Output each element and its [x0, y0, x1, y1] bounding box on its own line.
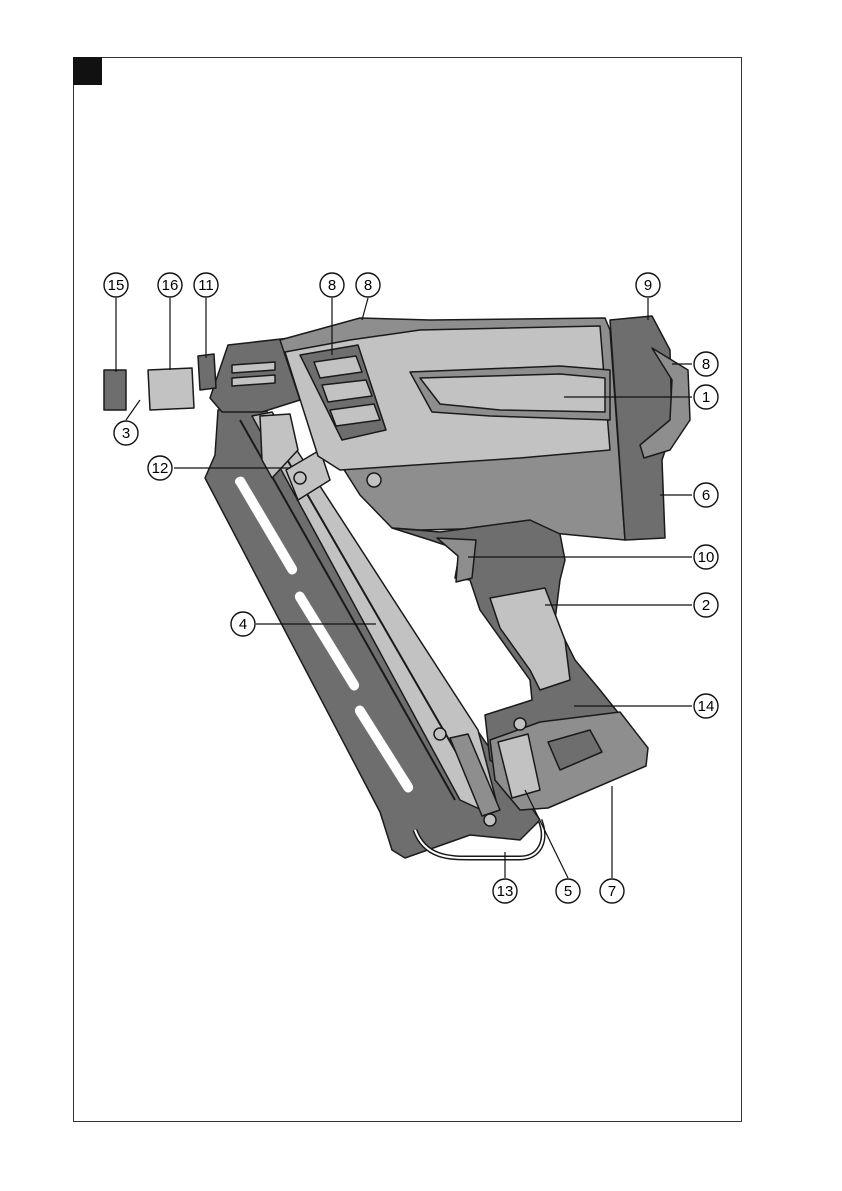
callout-number: 11 — [198, 277, 214, 294]
callout-number: 8 — [702, 356, 710, 373]
callout-3: 3 — [114, 421, 138, 445]
callout-14: 14 — [694, 694, 718, 718]
callout-number: 1 — [702, 389, 710, 406]
callout-13: 13 — [493, 879, 517, 903]
callout-1: 1 — [694, 385, 718, 409]
spare-tip — [104, 370, 126, 410]
callout-number: 8 — [328, 277, 336, 294]
callout-10: 10 — [694, 545, 718, 569]
callout-4: 4 — [231, 612, 255, 636]
callout-15: 15 — [104, 273, 128, 297]
callout-8: 8 — [356, 273, 380, 297]
callout-16: 16 — [158, 273, 182, 297]
callout-9: 9 — [636, 273, 660, 297]
callout-number: 9 — [644, 277, 652, 294]
callout-7: 7 — [600, 879, 624, 903]
callout-number: 13 — [497, 883, 514, 900]
callout-number: 4 — [239, 616, 247, 633]
depth-adjust-wheel — [198, 354, 216, 390]
callout-8: 8 — [320, 273, 344, 297]
callout-12: 12 — [148, 456, 172, 480]
callout-number: 6 — [702, 487, 710, 504]
callout-number: 15 — [108, 277, 125, 294]
callout-number: 16 — [162, 277, 179, 294]
callout-number: 3 — [122, 425, 130, 442]
callout-8: 8 — [694, 352, 718, 376]
callout-11: 11 — [194, 273, 218, 297]
callout-number: 8 — [364, 277, 372, 294]
callout-2: 2 — [694, 593, 718, 617]
callout-number: 12 — [152, 460, 169, 477]
callout-5: 5 — [556, 879, 580, 903]
nose-piece — [148, 368, 194, 410]
callout-number: 10 — [698, 549, 715, 566]
callout-number: 14 — [698, 698, 715, 715]
callout-number: 2 — [702, 597, 710, 614]
callout-6: 6 — [694, 483, 718, 507]
callout-number: 7 — [608, 883, 616, 900]
callout-number: 5 — [564, 883, 572, 900]
